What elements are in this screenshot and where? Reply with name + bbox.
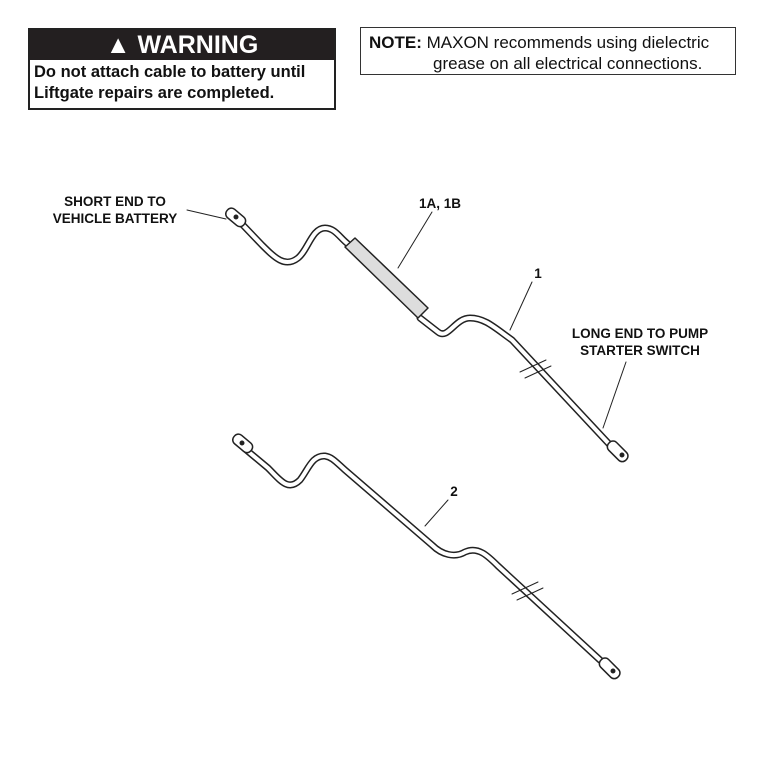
note-line-2: grease on all electrical connections. [433, 54, 703, 73]
fuse-holder [344, 237, 429, 319]
callout-cable-1: 1 [534, 266, 542, 281]
warning-triangle-icon: ▲ [105, 31, 131, 59]
leader-lines [186, 209, 627, 527]
warning-title: WARNING [137, 31, 259, 59]
note-box: NOTE: MAXON recommends using dielectric … [360, 27, 736, 75]
warning-header: ▲ WARNING [30, 30, 334, 60]
warning-line-2: Liftgate repairs are completed. [34, 84, 275, 102]
note-line-1: MAXON recommends using dielectric [426, 33, 710, 52]
cable-2 [232, 433, 621, 680]
note-label: NOTE: [369, 33, 422, 52]
lug-long-end-2 [598, 657, 621, 680]
warning-box: ▲ WARNING Do not attach cable to battery… [28, 28, 336, 110]
callout-fuse: 1A, 1B [418, 196, 462, 211]
cable-1 [225, 207, 629, 463]
callout-cable-2: 2 [450, 484, 458, 499]
lug-long-end-1 [606, 440, 629, 463]
warning-line-1: Do not attach cable to battery until [34, 63, 306, 81]
